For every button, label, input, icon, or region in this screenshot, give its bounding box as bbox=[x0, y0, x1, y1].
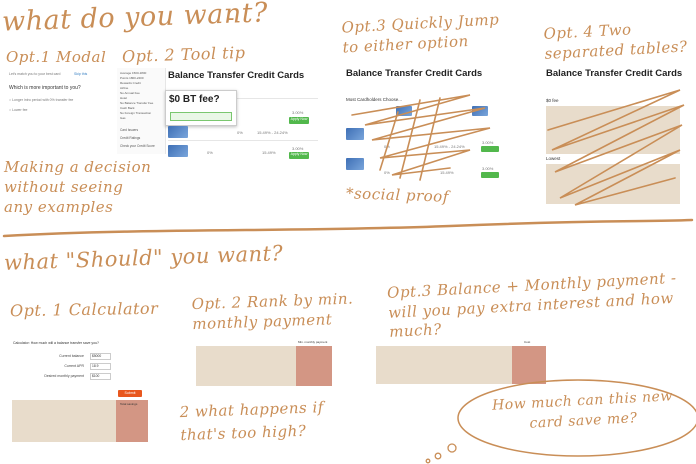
cost-screenshot: Cost bbox=[376, 338, 548, 384]
opt3-card-c bbox=[346, 128, 364, 140]
filter-menu-item[interactable]: No Foreign Transaction bbox=[120, 111, 152, 115]
opt3-card-b bbox=[472, 106, 488, 116]
opt3-card1-apr: 15.49% - 24.24% bbox=[434, 144, 465, 149]
filter-menu-item[interactable]: Rewards Credit bbox=[120, 81, 141, 85]
side-note-line-3: any examples bbox=[4, 198, 114, 216]
tooltip-action[interactable] bbox=[170, 112, 232, 121]
section2-title: what "Should" you want? bbox=[3, 241, 284, 275]
opt4-table-2 bbox=[546, 164, 680, 204]
calc-results-table bbox=[12, 400, 116, 442]
rank-screenshot: Min. monthly payment bbox=[196, 338, 334, 386]
calc-col-header: Total savings bbox=[120, 402, 138, 406]
filter-menu-footer-item[interactable]: Card Issuers bbox=[120, 128, 139, 132]
opt4-screenshot: Balance Transfer Credit Cards $0 fee Low… bbox=[544, 66, 684, 206]
calc-heading: Calculator: How much will a balance tran… bbox=[13, 341, 99, 345]
rank-table bbox=[196, 346, 296, 386]
rank-highlight-column bbox=[296, 346, 332, 386]
apply-button-1[interactable]: Apply Now bbox=[289, 117, 309, 124]
rank-col-header: Min. monthly payment bbox=[298, 340, 328, 344]
opt4-label: Opt. 4 Two separated tables? bbox=[543, 20, 688, 64]
opt4-table-1 bbox=[546, 106, 680, 154]
opt3-card2-intro: 0% bbox=[384, 170, 390, 175]
s2-question: 2 what happens if that's too high? bbox=[179, 398, 325, 444]
opt3-label: Opt.3 Quickly Jump to either option bbox=[341, 10, 500, 57]
calculator-screenshot: Calculator: How much will a balance tran… bbox=[10, 338, 150, 444]
opt3-page-title: Balance Transfer Credit Cards bbox=[346, 68, 483, 79]
filter-menu-item[interactable]: No Annual Fee bbox=[120, 91, 140, 95]
modal-skip-link[interactable]: Skip this bbox=[74, 72, 88, 76]
cost-highlight-column bbox=[512, 346, 546, 384]
opt3-apply-1[interactable] bbox=[481, 146, 499, 152]
filter-menu-footer-item[interactable]: Check your Credit Score bbox=[120, 144, 155, 148]
card-image-1 bbox=[168, 126, 188, 138]
filter-menu-item[interactable]: Points 1800-2400 bbox=[120, 76, 144, 80]
filter-menu-item[interactable]: No Balance Transfer Fee bbox=[120, 101, 154, 105]
modal-choice-b-text: Lower fee bbox=[12, 108, 28, 112]
opt3-subheading: Most Cardholders Choose... bbox=[346, 97, 403, 102]
card2-fee: 3.00% bbox=[292, 146, 304, 151]
filter-menu-item[interactable]: Average 1500-1800 bbox=[120, 71, 147, 75]
card1-intro: 0% bbox=[237, 130, 243, 135]
card-image-2 bbox=[168, 145, 188, 157]
filter-menu-item[interactable]: Cash Back bbox=[120, 106, 135, 110]
cost-col-header: Cost bbox=[524, 340, 531, 344]
calc-field-input[interactable]: $100 bbox=[90, 373, 111, 380]
calc-field-input[interactable]: 18.9 bbox=[90, 363, 111, 370]
calc-submit-label: Submit bbox=[124, 391, 136, 395]
calc-highlight-column bbox=[116, 400, 148, 442]
side-note-line-1: Making a decision bbox=[4, 158, 152, 176]
opt2-header-line bbox=[168, 98, 318, 99]
tooltip-text: $0 BT fee? bbox=[169, 94, 220, 105]
filter-menu-footer-item[interactable]: Credit Ratings bbox=[120, 136, 141, 140]
calc-field-label: Desired monthly payment bbox=[44, 374, 84, 378]
card1-fee: 3.00% bbox=[292, 110, 304, 115]
modal-heading: Let's match you to your best card bbox=[9, 72, 61, 76]
calc-field-input[interactable]: $5000 bbox=[90, 353, 111, 360]
side-note-line-2: without seeing bbox=[4, 178, 124, 196]
filter-menu-item[interactable]: Hotel bbox=[120, 96, 128, 100]
cost-table bbox=[376, 346, 512, 384]
modal-choice-a[interactable]: ○ Longer intro period with 0% transfer f… bbox=[9, 98, 74, 102]
opt2-row-line bbox=[168, 140, 318, 141]
section1-title-dash: - bbox=[227, 6, 235, 31]
opt3-note: *social proof bbox=[345, 184, 450, 206]
tooltip-box: $0 BT fee? bbox=[165, 90, 237, 126]
side-note: Making a decision without seeing any exa… bbox=[4, 160, 151, 215]
calc-submit-button[interactable]: Submit bbox=[118, 390, 142, 397]
opt1-modal-screenshot: Let's match you to your best card Skip t… bbox=[4, 68, 94, 120]
opt4-page-title: Balance Transfer Credit Cards bbox=[546, 68, 683, 79]
opt2-label: Opt. 2 Tool tip bbox=[121, 42, 246, 67]
opt3-screenshot: Balance Transfer Credit Cards Most Cardh… bbox=[344, 66, 509, 184]
opt4-subheading: $0 fee bbox=[546, 98, 559, 103]
card1-apr: 15.49% - 24.24% bbox=[257, 130, 288, 135]
apply-button-2[interactable]: Apply Now bbox=[289, 152, 309, 159]
bubble-text: How much can this new card save me? bbox=[491, 388, 674, 432]
card2-apr: 15.49% bbox=[262, 150, 276, 155]
opt3-card-a bbox=[396, 106, 412, 116]
card2-intro: 0% bbox=[207, 150, 213, 155]
calc-field-label: Current APR bbox=[64, 364, 84, 368]
opt3-apply-2[interactable] bbox=[481, 172, 499, 178]
opt3-card1-intro: 0% bbox=[384, 144, 390, 149]
modal-question: Which is more important to you? bbox=[9, 85, 81, 91]
opt3-card-d bbox=[346, 158, 364, 170]
opt3-card2-fee: 3.00% bbox=[482, 166, 494, 171]
s2-opt2-label: Opt. 2 Rank by min. monthly payment bbox=[191, 289, 354, 333]
opt2-page-title: Balance Transfer Credit Cards bbox=[168, 70, 305, 81]
s2-opt1-label: Opt. 1 Calculator bbox=[9, 298, 159, 321]
modal-choice-b[interactable]: ○ Lower fee bbox=[9, 108, 28, 112]
opt4-subheading-2: Lowest bbox=[546, 156, 561, 161]
modal-choice-a-text: Longer intro period with 0% transfer fee bbox=[12, 98, 74, 102]
opt3-card1-fee: 3.00% bbox=[482, 140, 494, 145]
opt1-label: Opt.1 Modal bbox=[6, 48, 107, 66]
filter-menu-item[interactable]: Airline bbox=[120, 86, 129, 90]
s2-opt3-label: Opt.3 Balance + Monthly payment - will y… bbox=[386, 268, 677, 341]
calc-field-label: Current balance bbox=[59, 354, 84, 358]
opt3-card2-apr: 15.49% bbox=[440, 170, 454, 175]
filter-menu-item[interactable]: Gas bbox=[120, 116, 126, 120]
